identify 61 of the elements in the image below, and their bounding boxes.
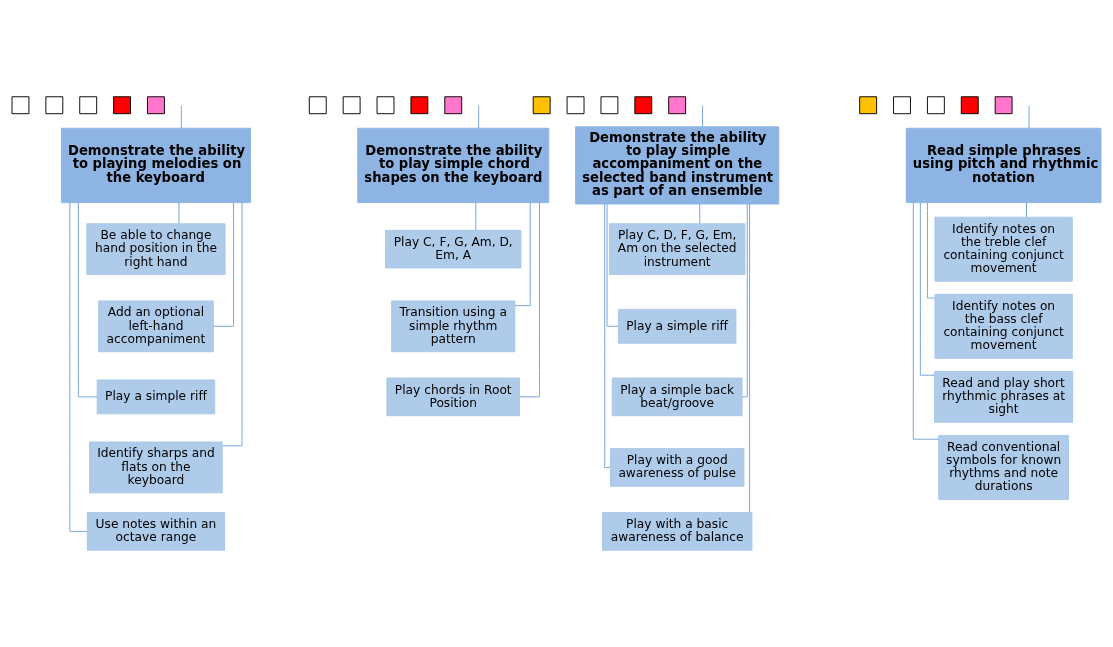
node-box [859,96,878,115]
node-box [444,96,463,115]
node-box: Demonstrate the ability to play simple accompaniment on the selected band instrument as part of an ensemble [575,126,780,205]
connector [180,105,182,129]
node-box: Play C, D, F, G, Em, Am on the selected instrument [608,223,746,276]
node-box: Demonstrate the ability to play simple chord shapes on the keyboard [357,127,550,204]
node-box: Read conventional symbols for known rhythms and note durations [938,435,1069,500]
connector [741,203,748,398]
connector [222,202,243,447]
connector [478,105,480,129]
node-box [600,96,619,115]
node-box: Play a simple riff [96,379,216,415]
node-box: Demonstrate the ability to playing melodies on the keyboard [60,127,251,204]
node-box [113,96,131,115]
node-box: Play chords in Root Position [386,377,521,417]
connector [519,202,540,398]
node-box [960,96,979,115]
connector [699,203,701,225]
connector [926,202,936,299]
node-box [532,96,551,115]
node-box: Identify sharps and flats on the keyboard [89,441,223,494]
connector [77,202,98,398]
node-box [410,96,429,115]
node-box [994,96,1013,115]
node-box [308,96,327,115]
connector [912,202,940,440]
connector [702,105,704,128]
connector [1028,105,1030,129]
node-box: Play a simple riff [617,308,737,344]
node-box: Be able to change hand position in the right hand [86,223,226,276]
node-box: Transition using a simple rhythm pattern [391,300,516,353]
node-box [11,96,30,115]
connector [749,203,751,513]
node-box: Play C, F, G, Am, D, Em, A [385,229,522,269]
connector [475,202,477,231]
node-box [566,96,585,115]
connector [606,203,619,327]
connector [1026,202,1027,218]
connector [69,202,88,532]
connector [213,202,235,327]
node-box: Play a simple back beat/groove [611,377,743,417]
node-box: Add an optional left-hand accompaniment [98,300,214,353]
connector [514,202,531,307]
node-box [926,96,945,115]
connector [178,202,180,225]
node-box [147,96,165,115]
node-box [668,96,687,115]
node-box: Read and play short rhythmic phrases at sight [934,371,1074,423]
node-box: Use notes within an octave range [86,512,226,551]
connector [919,202,935,376]
node-box [342,96,361,115]
node-box [376,96,395,115]
node-box [79,96,98,115]
node-box: Play with a good awareness of pulse [609,448,745,487]
node-box: Play with a basic awareness of balance [601,512,753,551]
node-box [893,96,911,115]
node-box: Identify notes on the treble clef containing conjunct movement [934,216,1073,282]
node-box [634,96,653,115]
node-box: Identify notes on the bass clef containing conjunct movement [934,293,1073,359]
node-box [45,96,64,115]
node-box: Read simple phrases using pitch and rhythmic notation [905,127,1102,204]
